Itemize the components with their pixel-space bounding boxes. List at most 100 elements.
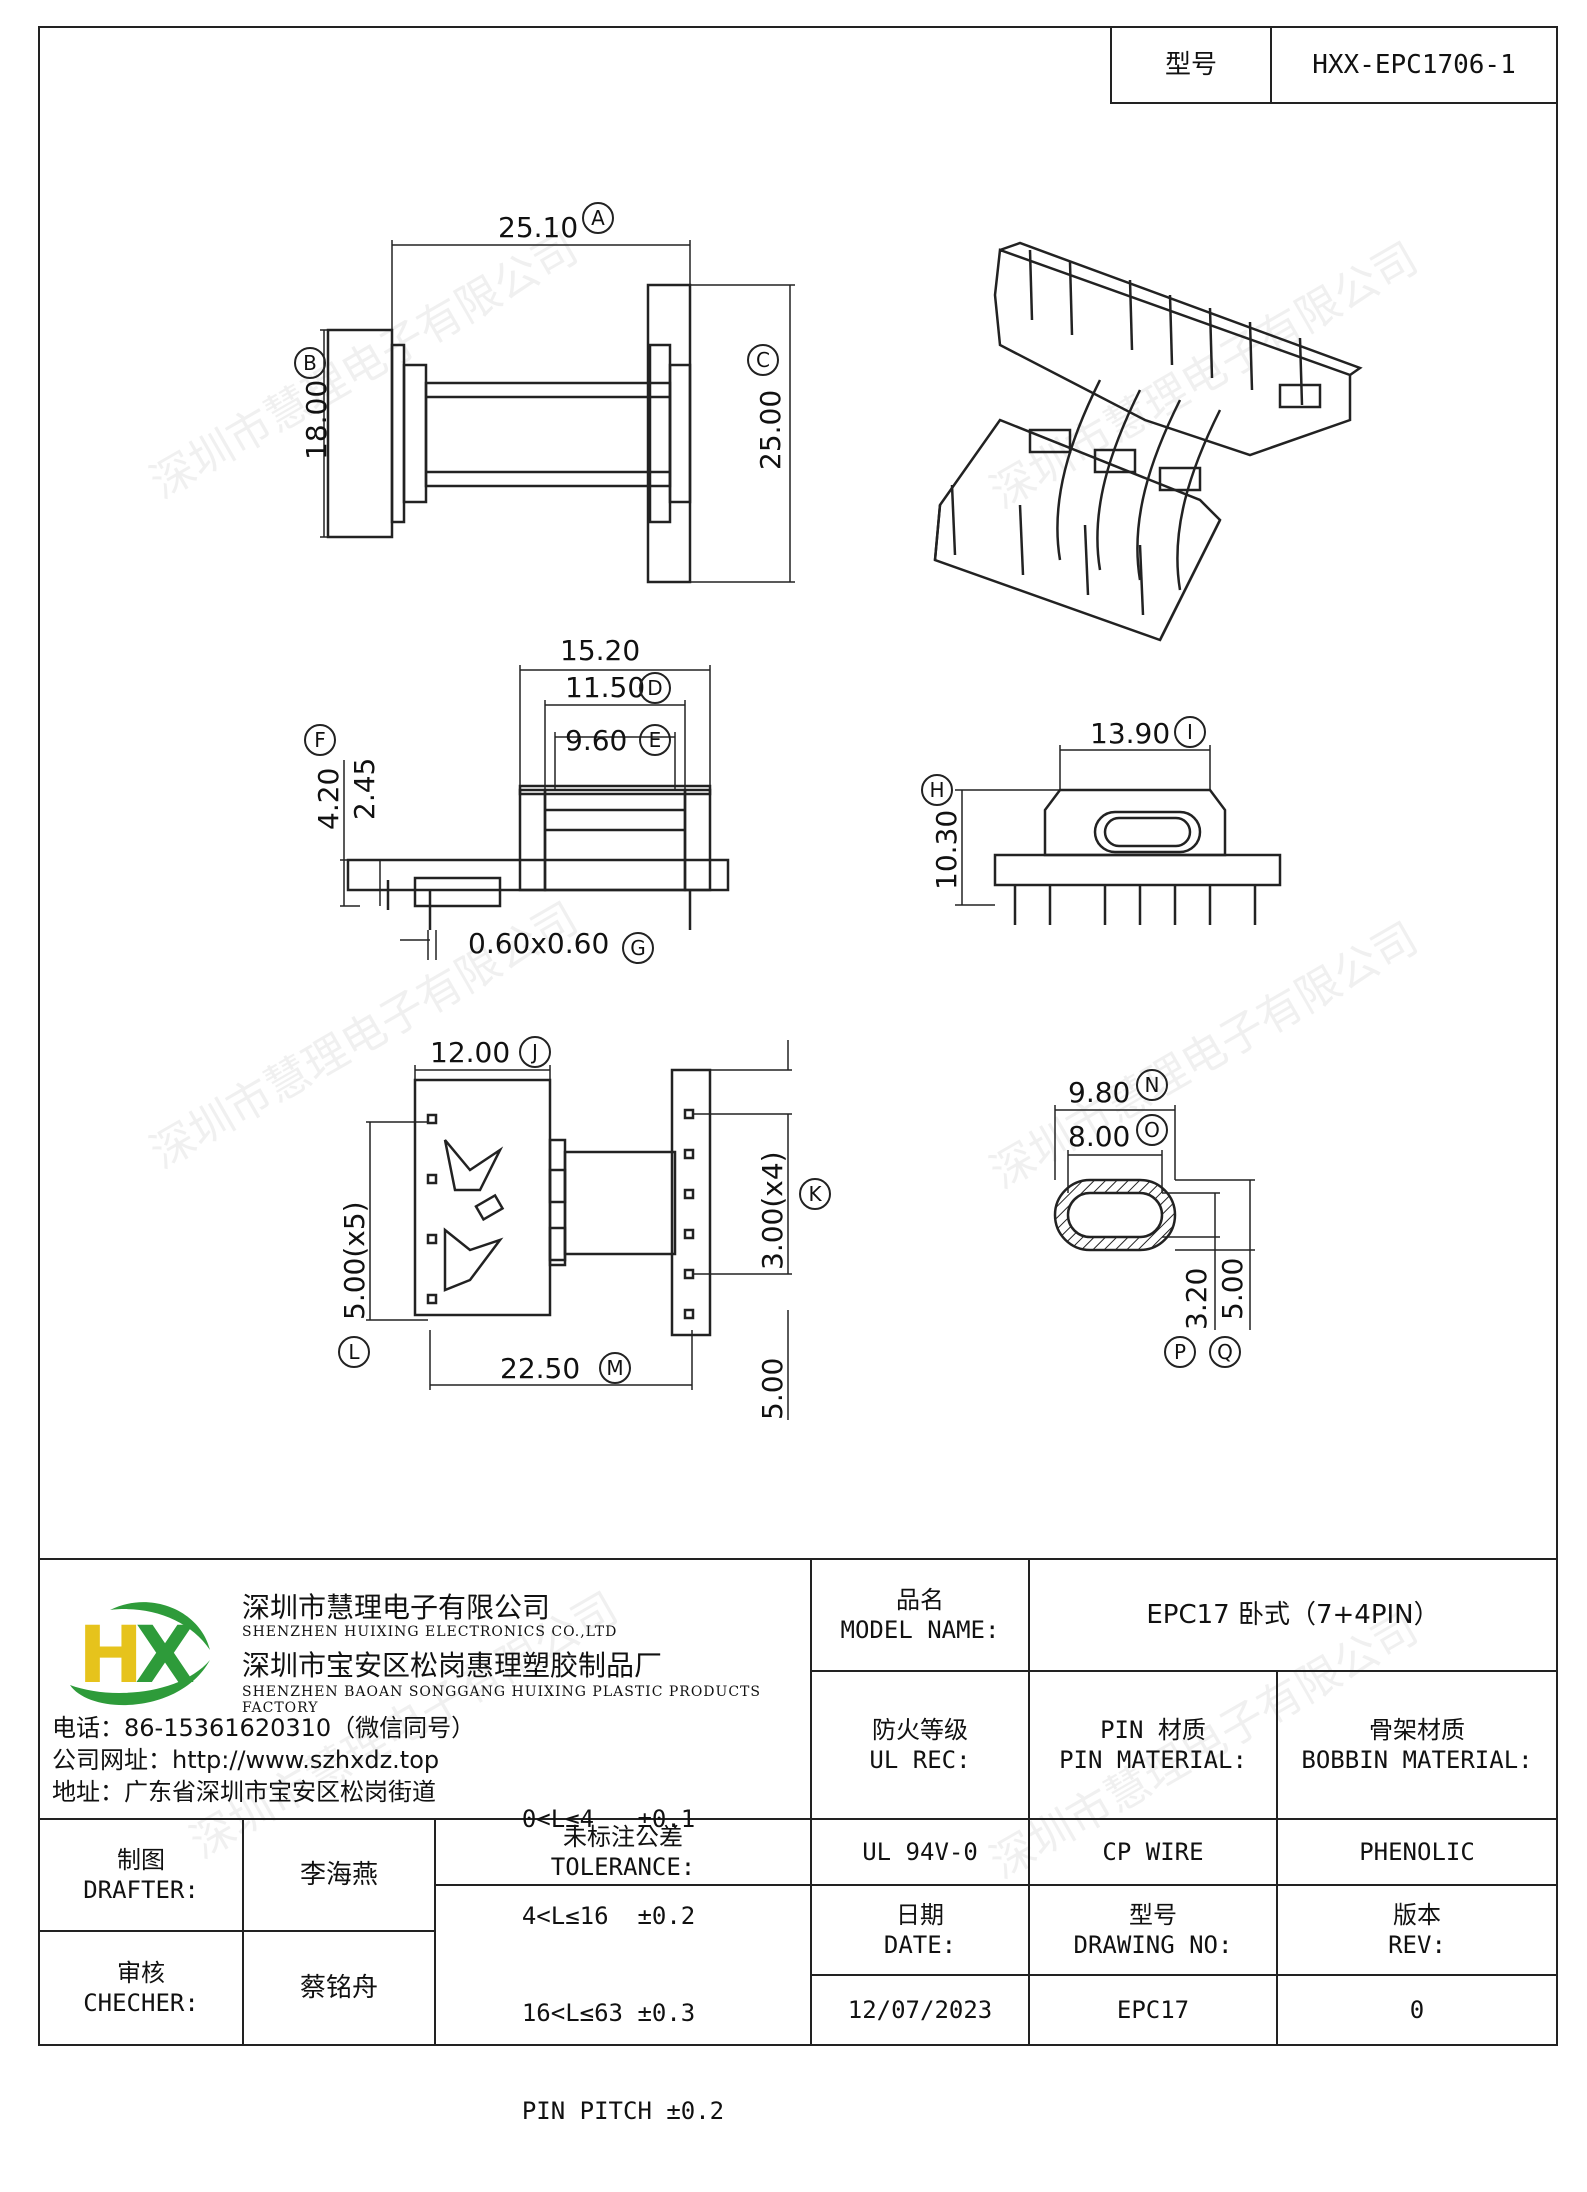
tag-g: G [630,936,646,960]
dim-p: 3.20 [1180,1268,1213,1330]
company-website: 公司网址：http://www.szhxdz.top [52,1746,440,1774]
dim-l: 5.00(x5) [338,1201,371,1320]
tag-c: C [756,348,770,372]
model-name-en: MODEL NAME: [840,1616,1000,1644]
drafter-name-cell: 李海燕 [242,1818,436,1932]
rev-value: 0 [1409,1996,1425,2024]
tag-o: O [1144,1118,1160,1142]
tolerance-row: PIN PITCH ±0.2 [521,2096,725,2125]
model-name-value-cell: EPC17 卧式（7+4PIN） [1028,1558,1558,1672]
date-label-cell: 日期 DATE: [810,1884,1030,1976]
logo-x: X [135,1611,195,1701]
tag-l: L [348,1340,360,1364]
factory-name-cn: 深圳市宝安区松岗惠理塑胶制品厂 [242,1649,663,1682]
tolerance-cn: 未标注公差 [563,1823,683,1851]
dim-k2: 5.00 [756,1358,789,1420]
drawing-no-value: EPC17 [1116,1996,1190,2024]
drafter-name: 李海燕 [299,1859,378,1890]
tolerance-row: 0<L≤4 ±0.1 [521,1805,696,1834]
tag-p: P [1174,1340,1186,1364]
pin-cn: PIN 材质 [1100,1716,1206,1744]
company-name-en: SHENZHEN HUIXING ELECTRONICS CO.,LTD [242,1624,618,1640]
model-name-label-cell: 品名 MODEL NAME: [810,1558,1030,1672]
dim-a: 25.10 [498,211,578,244]
date-value: 12/07/2023 [847,1996,993,2024]
company-address: 地址：广东省深圳市宝安区松岗街道 [52,1778,436,1806]
drawing-no-cn: 型号 [1129,1901,1177,1929]
titleblock-top-rule [38,1558,1558,1560]
tag-n: N [1145,1073,1160,1097]
dim-e: 9.60 [565,724,627,757]
tolerance-en: TOLERANCE: [550,1853,696,1881]
dim-g: 0.60x0.60 [468,927,609,960]
section-view [1053,1105,1255,1330]
tolerance-values-cell: 0<L≤4 ±0.1 4<L≤16 ±0.2 16<L≤63 ±0.3 PIN … [434,1805,812,2125]
tag-d: D [647,676,662,700]
pin-en: PIN MATERIAL: [1059,1746,1247,1774]
drawing-no-label-cell: 型号 DRAWING NO: [1028,1884,1278,1976]
dim-c: 25.00 [754,390,787,470]
model-value: HXX-EPC1706-1 [1312,49,1516,80]
drafter-en: DRAFTER: [83,1876,199,1904]
tag-f: F [314,728,326,752]
dim-o: 8.00 [1068,1120,1130,1153]
drafter-cn: 制图 [117,1846,165,1874]
rev-value-cell: 0 [1276,1974,1558,2046]
rev-label-cell: 版本 REV: [1276,1884,1558,1976]
bobbin-en: BOBBIN MATERIAL: [1301,1746,1533,1774]
bobbin-cn: 骨架材质 [1369,1716,1465,1744]
tag-b: B [303,351,317,375]
model-name-value: EPC17 卧式（7+4PIN） [1146,1599,1440,1630]
tolerance-row: 16<L≤63 ±0.3 [521,1999,696,2028]
date-value-cell: 12/07/2023 [810,1974,1030,2046]
dim-b: 18.00 [300,380,333,460]
dim-n: 9.80 [1068,1076,1130,1109]
dim-f: 4.20 [312,768,345,830]
ul-label-cell: 防火等级 UL REC: [810,1670,1030,1820]
tag-i: I [1187,720,1193,744]
model-name-cn: 品名 [896,1586,944,1614]
pin-label-cell: PIN 材质 PIN MATERIAL: [1028,1670,1278,1820]
rev-cn: 版本 [1393,1901,1441,1929]
factory-name-en: SHENZHEN BAOAN SONGGANG HUIXING PLASTIC … [242,1684,761,1716]
logo-h: H [78,1611,143,1701]
company-block: H X 深圳市慧理电子有限公司 SHENZHEN HUIXING ELECTRO… [40,1560,810,1818]
bobbin-label-cell: 骨架材质 BOBBIN MATERIAL: [1276,1670,1558,1820]
bobbin-value: PHENOLIC [1359,1838,1475,1866]
tag-e: E [649,728,662,752]
tag-m: M [606,1356,623,1380]
tag-h: H [929,778,944,802]
end-view [955,745,1282,925]
dim-h: 10.30 [930,810,963,890]
side-view [320,240,795,584]
pin-value: CP WIRE [1102,1838,1204,1866]
drawing-no-en: DRAWING NO: [1073,1931,1233,1959]
dim-k: 3.00(x4) [756,1151,789,1270]
company-name-cn: 深圳市慧理电子有限公司 [242,1591,551,1624]
drafter-label-cell: 制图 DRAFTER: [38,1818,244,1932]
company-logo: H X [70,1602,210,1706]
checker-en: CHECHER: [83,1989,199,2017]
dim-d: 11.50 [565,671,645,704]
checker-name: 蔡铭舟 [299,1972,378,2003]
dim-f2: 2.45 [348,758,381,820]
isometric-view [933,241,1363,642]
dim-i: 13.90 [1090,717,1170,750]
ul-cn: 防火等级 [872,1716,968,1744]
rev-en: REV: [1388,1931,1446,1959]
checker-name-cell: 蔡铭舟 [242,1930,436,2046]
tag-a: A [591,206,605,230]
front-view [340,665,730,960]
tag-k: K [808,1182,822,1206]
drawing-no-value-cell: EPC17 [1028,1974,1278,2046]
ul-value: UL 94V-0 [862,1838,978,1866]
dim-j: 12.00 [430,1036,510,1069]
technical-drawing: 25.10 18.00 25.00 15.20 11.50 9.60 4.20 … [294,202,1363,1420]
bottom-view [366,1040,792,1420]
ul-value-cell: UL 94V-0 [810,1818,1030,1886]
model-value-cell: HXX-EPC1706-1 [1270,26,1558,104]
dim-q: 5.00 [1216,1258,1249,1320]
company-phone: 电话：86-15361620310（微信同号） [52,1714,476,1742]
tag-q: Q [1217,1340,1233,1364]
dim-m: 22.50 [500,1352,580,1385]
